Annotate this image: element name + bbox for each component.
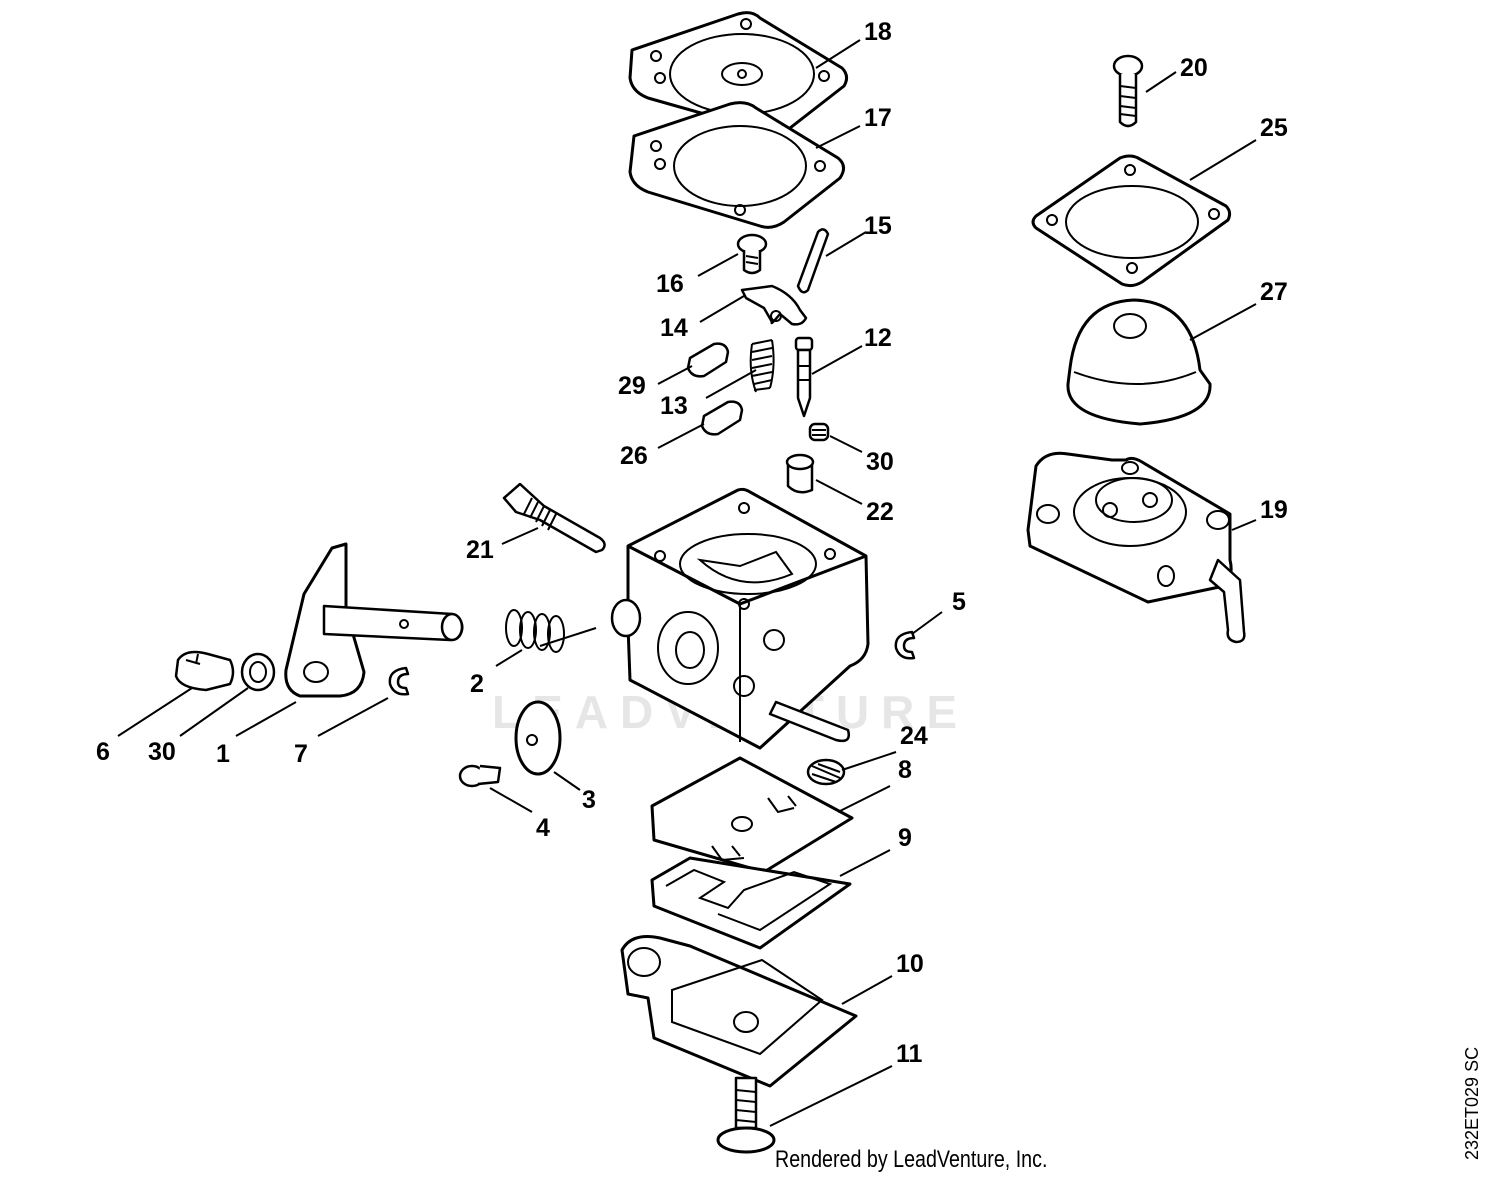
callout-11: 11 [896, 1040, 923, 1068]
part-11-screw[interactable] [716, 1076, 776, 1154]
part-17-gasket[interactable] [628, 101, 845, 229]
part-4-screw[interactable] [458, 764, 502, 788]
callout-1: 1 [216, 740, 230, 768]
callout-27: 27 [1260, 278, 1288, 306]
callout-labels: 18 17 15 16 14 12 29 13 26 30 22 21 2 3 … [96, 18, 1288, 1068]
callout-4: 4 [536, 814, 550, 842]
callout-19: 19 [1260, 496, 1288, 524]
callout-12: 12 [864, 324, 892, 352]
part-10-end-cover[interactable] [620, 935, 858, 1088]
part-19-pump-housing[interactable] [1026, 451, 1246, 644]
callout-9: 9 [898, 824, 912, 852]
part-21-adjusting-screw[interactable] [502, 482, 606, 554]
callout-14: 14 [660, 314, 688, 342]
callout-18: 18 [864, 18, 892, 46]
drawing-code: 232ET029 SC [1462, 1046, 1482, 1160]
callout-15: 15 [864, 212, 892, 240]
callout-16: 16 [656, 270, 684, 298]
part-18-diaphragm[interactable] [628, 11, 849, 135]
callout-2: 2 [470, 670, 484, 698]
part-28-pad[interactable] [686, 342, 730, 378]
callout-7: 7 [294, 740, 308, 768]
callout-8: 8 [898, 756, 912, 784]
part-6-nut[interactable] [174, 650, 235, 692]
callout-25: 26 [620, 442, 648, 470]
part-16-screw[interactable] [736, 233, 768, 275]
part-25-pad[interactable] [700, 400, 744, 436]
part-22-bushing[interactable] [785, 453, 815, 494]
part-1-throttle-shaft[interactable] [284, 542, 464, 698]
part-12-needle-valve[interactable] [794, 336, 814, 418]
part-29-plug[interactable] [808, 422, 830, 442]
part-3-choke-plate[interactable] [514, 700, 562, 776]
part-30-washer[interactable] [240, 652, 276, 692]
callout-17: 17 [864, 104, 892, 132]
part-20-screw[interactable] [1112, 54, 1144, 128]
part-13-spring[interactable] [749, 339, 775, 393]
part-9-gasket[interactable] [650, 856, 852, 950]
callout-24: 24 [900, 722, 928, 750]
callout-5: 5 [952, 588, 966, 616]
part-26-gasket[interactable] [1031, 154, 1232, 288]
callout-20: 20 [1180, 54, 1208, 82]
part-5-e-clip[interactable] [894, 630, 916, 660]
callout-28: 29 [618, 372, 646, 400]
part-7-e-clip[interactable] [388, 666, 410, 696]
part-15-pin[interactable] [796, 228, 830, 294]
callout-13: 13 [660, 392, 688, 420]
callout-3: 3 [582, 786, 596, 814]
carburetor-body[interactable] [610, 487, 870, 750]
callout-10: 10 [896, 950, 924, 978]
leader-lines [117, 39, 1257, 1127]
callout-29: 30 [866, 448, 894, 476]
callout-26: 25 [1260, 114, 1288, 142]
render-credit: Rendered by LeadVenture, Inc. [775, 1146, 1048, 1173]
part-27-primer-bulb[interactable] [1066, 298, 1212, 426]
part-14-inlet-lever[interactable] [740, 284, 808, 326]
callout-30: 30 [148, 738, 176, 766]
part-8-pump-diaphragm[interactable] [650, 756, 854, 874]
callout-6: 6 [96, 738, 110, 766]
part-24-strainer[interactable] [806, 758, 846, 786]
callout-22: 22 [866, 498, 894, 526]
callout-21: 21 [466, 536, 494, 564]
part-2-spring[interactable] [505, 609, 565, 653]
